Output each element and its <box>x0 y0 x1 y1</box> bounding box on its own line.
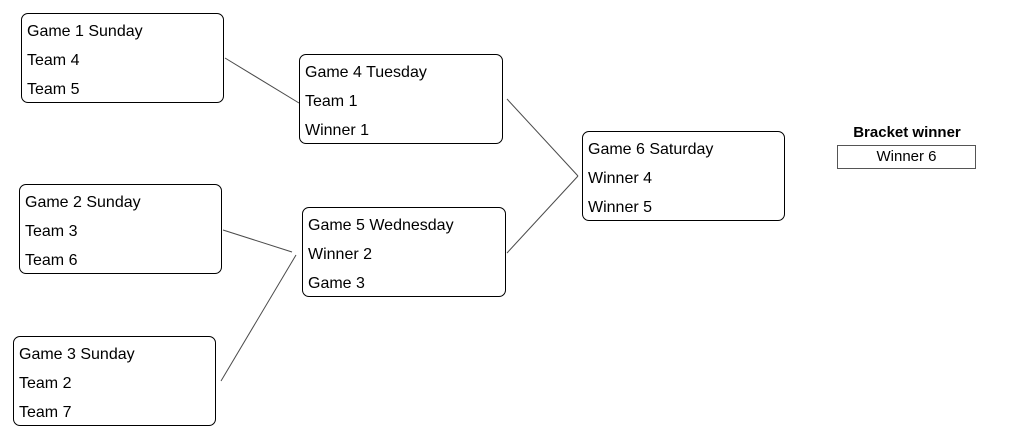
game-6-team-b: Winner 5 <box>588 199 653 216</box>
game-5-team-a: Winner 2 <box>308 246 373 263</box>
bracket-winner-value: Winner 6 <box>837 145 976 169</box>
connector-game5-to-game6 <box>506 175 579 254</box>
game-2-box: Game 2 Sunday Team 3 Team 6 <box>19 184 222 274</box>
game-6-team-a: Winner 4 <box>588 170 653 187</box>
game-3-team-b: Team 7 <box>19 404 72 421</box>
game-6-box: Game 6 Saturday Winner 4 Winner 5 <box>582 131 785 221</box>
connector-game4-to-game6 <box>506 98 579 177</box>
game-4-title: Game 4 Tuesday <box>305 64 427 81</box>
game-2-title: Game 2 Sunday <box>25 194 141 211</box>
connector-game2-to-game5 <box>222 229 293 253</box>
game-1-box: Game 1 Sunday Team 4 Team 5 <box>21 13 224 103</box>
bracket-winner-heading: Bracket winner <box>853 124 961 141</box>
game-2-team-b: Team 6 <box>25 252 78 269</box>
game-1-title: Game 1 Sunday <box>27 23 143 40</box>
game-3-title: Game 3 Sunday <box>19 346 135 363</box>
game-1-team-b: Team 5 <box>27 81 80 98</box>
connector-game1-to-game4 <box>224 57 300 104</box>
game-3-box: Game 3 Sunday Team 2 Team 7 <box>13 336 216 426</box>
game-2-team-a: Team 3 <box>25 223 78 240</box>
game-3-team-a: Team 2 <box>19 375 72 392</box>
game-5-team-b: Game 3 <box>308 275 365 292</box>
game-4-team-a: Team 1 <box>305 93 358 110</box>
game-5-box: Game 5 Wednesday Winner 2 Game 3 <box>302 207 506 297</box>
game-5-title: Game 5 Wednesday <box>308 217 454 234</box>
game-4-team-b: Winner 1 <box>305 122 370 139</box>
game-4-box: Game 4 Tuesday Team 1 Winner 1 <box>299 54 503 144</box>
game-1-team-a: Team 4 <box>27 52 80 69</box>
connector-game3-to-game5 <box>220 254 297 382</box>
game-6-title: Game 6 Saturday <box>588 141 714 158</box>
